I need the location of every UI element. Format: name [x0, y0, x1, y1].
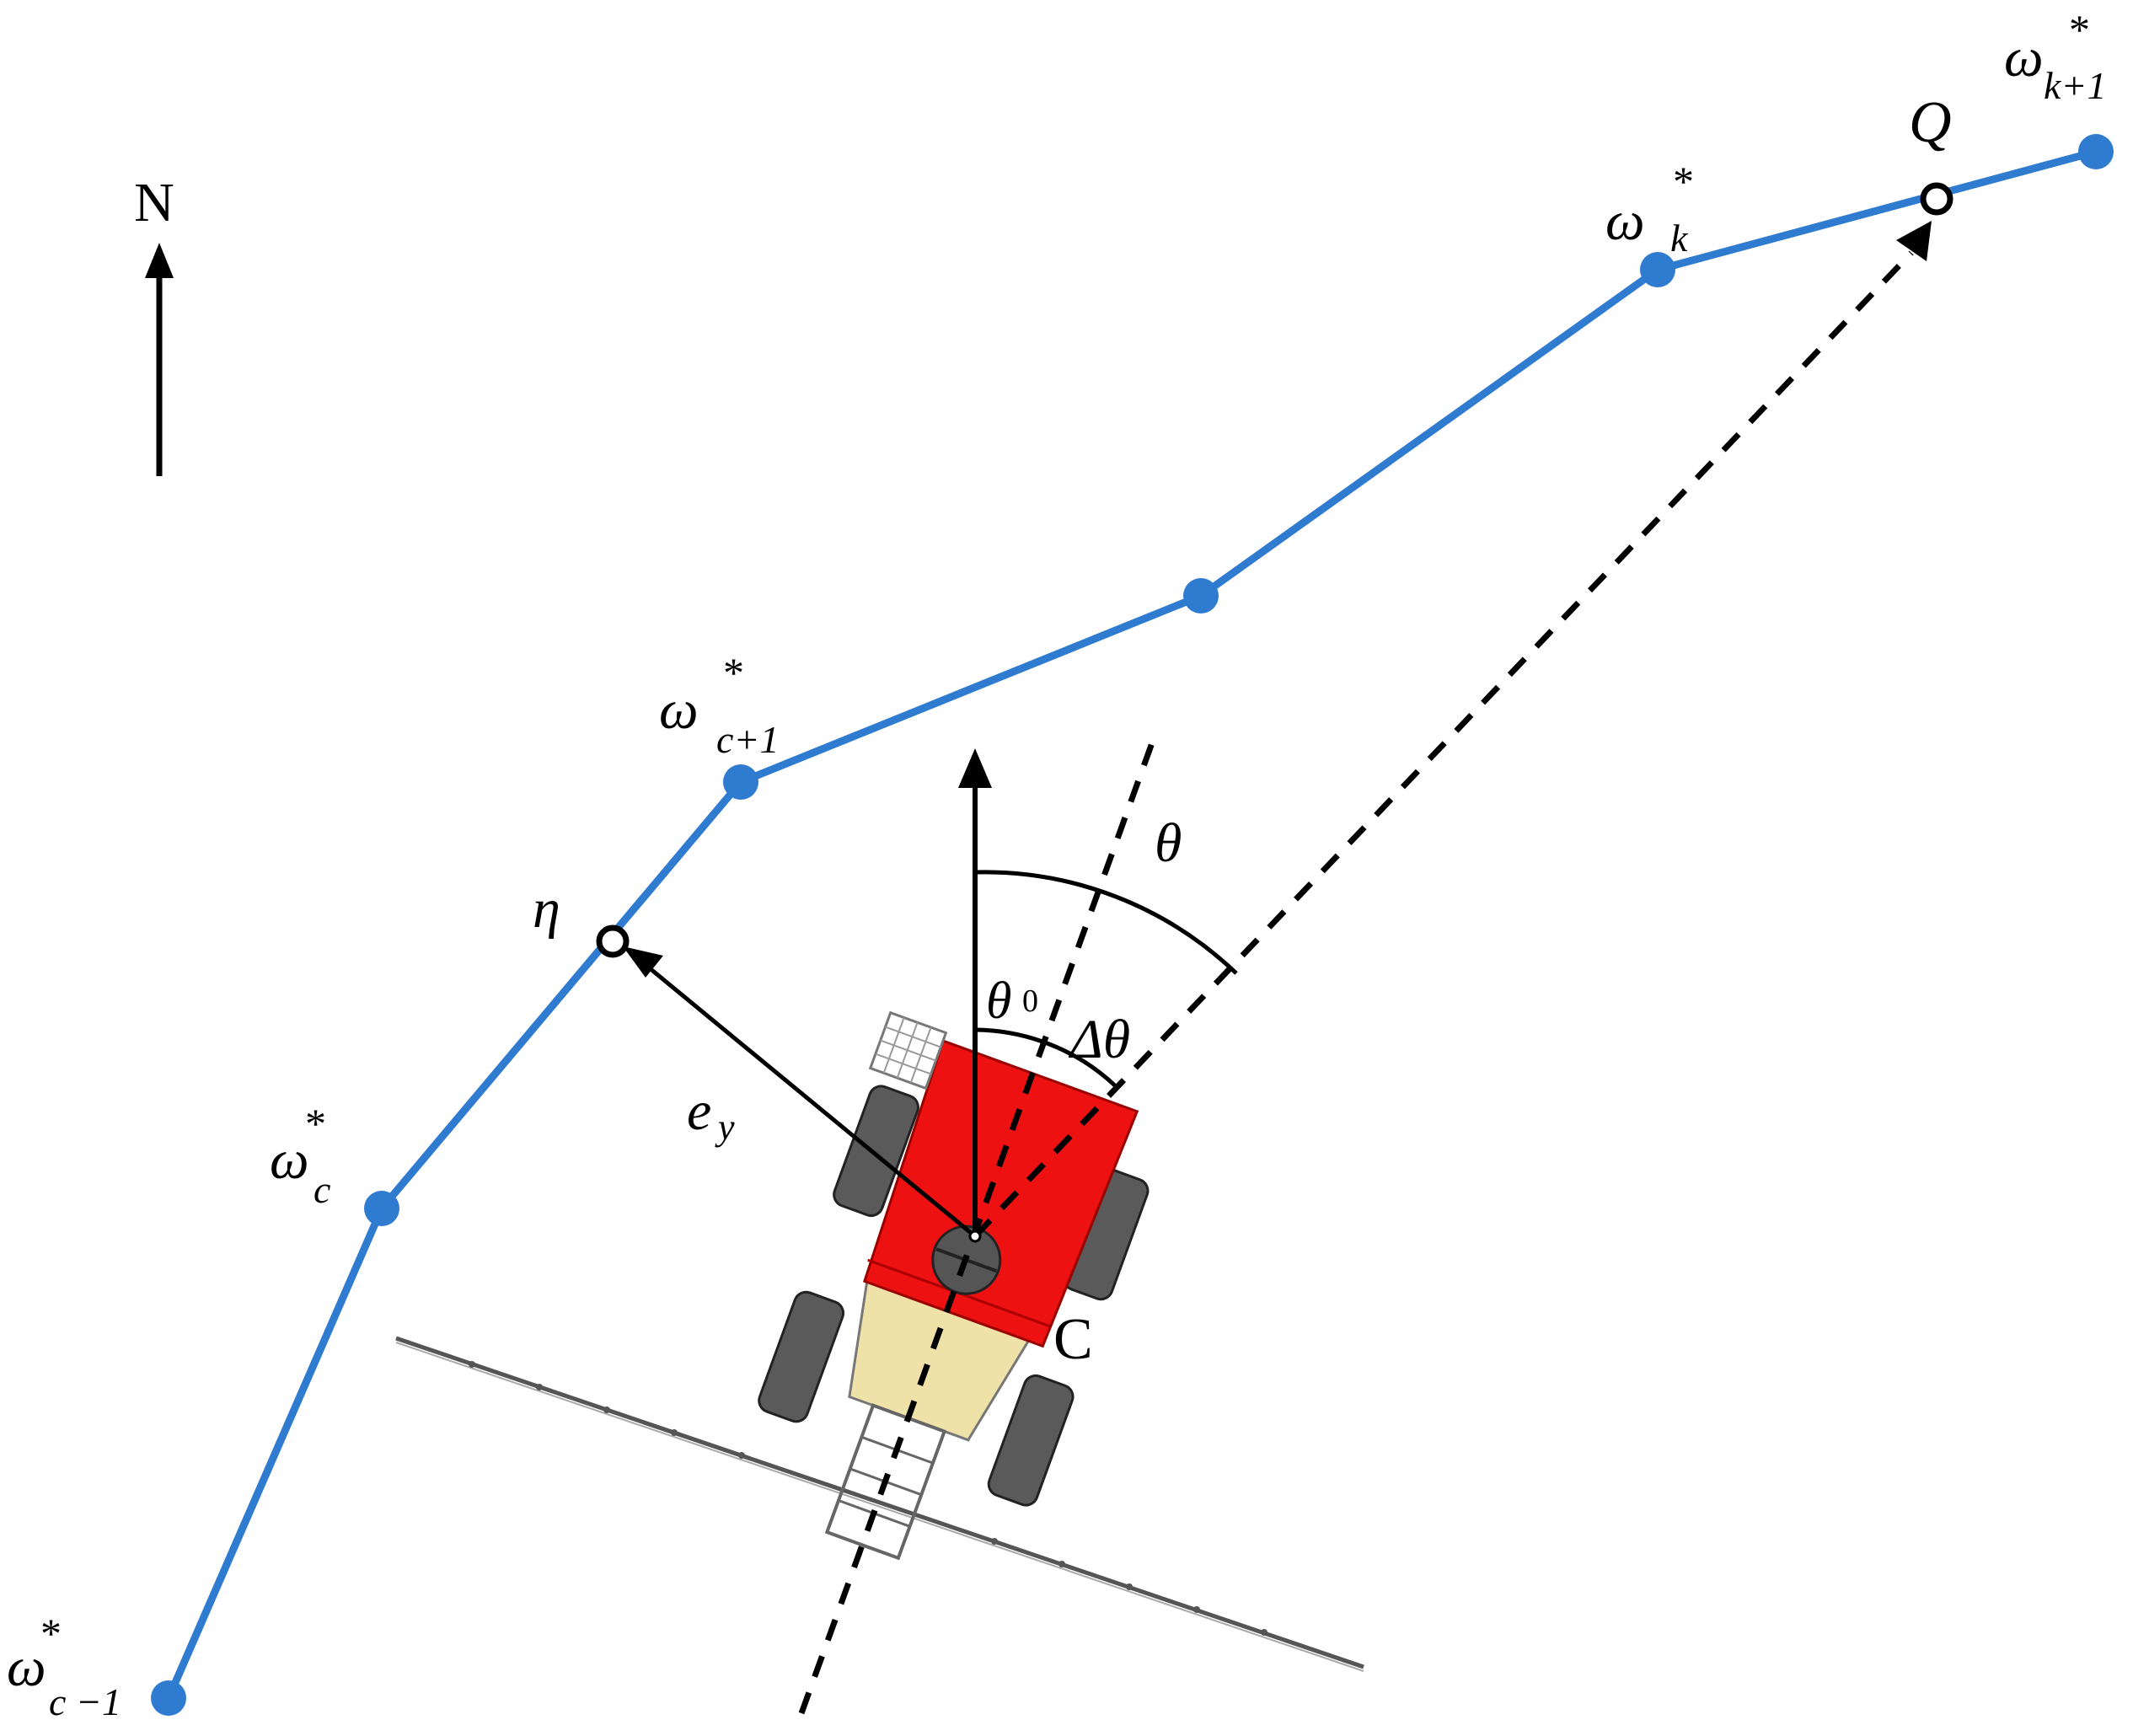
subscript: k+1: [2044, 64, 2106, 107]
star-superscript: *: [1673, 158, 1694, 205]
eta-point: [596, 924, 630, 958]
omega-symbol: ω: [1605, 190, 1645, 252]
center-label: C: [1053, 1307, 1093, 1372]
omega-symbol: ω: [659, 679, 699, 741]
omega-symbol: ω: [7, 1637, 46, 1698]
waypoint-k-plus-1: [2078, 134, 2114, 169]
star-superscript: *: [2069, 6, 2090, 53]
north-reference-arrowhead: [958, 748, 992, 788]
theta0-label: θ: [986, 972, 1011, 1030]
subscript: k: [1670, 217, 1689, 260]
north-label: N: [134, 172, 174, 233]
delta-theta-arc: [1042, 1039, 1118, 1089]
north-arrow-icon: [145, 243, 174, 476]
heading-line: [798, 727, 1160, 1715]
tractor-sprayer-icon: [758, 1010, 1150, 1561]
label-omega-c-minus-1: ω * c −1: [7, 1610, 121, 1723]
theta0-arc: [974, 1027, 1043, 1044]
waypoint-k: [1640, 252, 1675, 287]
ey-subscript: y: [715, 1106, 735, 1148]
ey-label: e: [687, 1080, 711, 1142]
label-omega-c: ω * c: [270, 1100, 330, 1211]
eta-label: η: [533, 878, 560, 940]
theta0-subscript: 0: [1022, 983, 1038, 1019]
sprayer-boom: [395, 1336, 1364, 1672]
reference-path: [164, 147, 2098, 1700]
label-omega-k-plus-1: ω * k+1: [2004, 6, 2106, 107]
omega-symbol: ω: [270, 1129, 309, 1191]
waypoint-c-plus-1: [723, 764, 758, 800]
omega-symbol: ω: [2004, 27, 2044, 88]
theta-arc: [974, 870, 1238, 975]
q-point: [1920, 182, 1953, 216]
lateral-error-arrow: [639, 959, 977, 1238]
center-point: [968, 1230, 982, 1243]
lateral-error-arrowhead: [623, 946, 663, 978]
waypoint-c-minus-1: [151, 1680, 186, 1716]
waypoint-c: [364, 1191, 399, 1226]
star-superscript: *: [40, 1610, 62, 1657]
lookahead-line: [973, 250, 1914, 1239]
delta-theta-label: Δθ: [1068, 1009, 1130, 1070]
star-superscript: *: [305, 1100, 326, 1147]
subscript: c: [314, 1168, 330, 1211]
subscript: c −1: [49, 1680, 121, 1723]
q-label: Q: [1909, 90, 1952, 155]
label-omega-k: ω * k: [1605, 158, 1694, 260]
theta-label: θ: [1155, 812, 1182, 874]
lookahead-arrowhead: [1896, 221, 1932, 261]
waypoint-intermediate: [1183, 578, 1219, 613]
star-superscript: *: [723, 649, 744, 696]
label-omega-c-plus-1: ω * c+1: [659, 649, 779, 761]
subscript: c+1: [716, 718, 779, 761]
